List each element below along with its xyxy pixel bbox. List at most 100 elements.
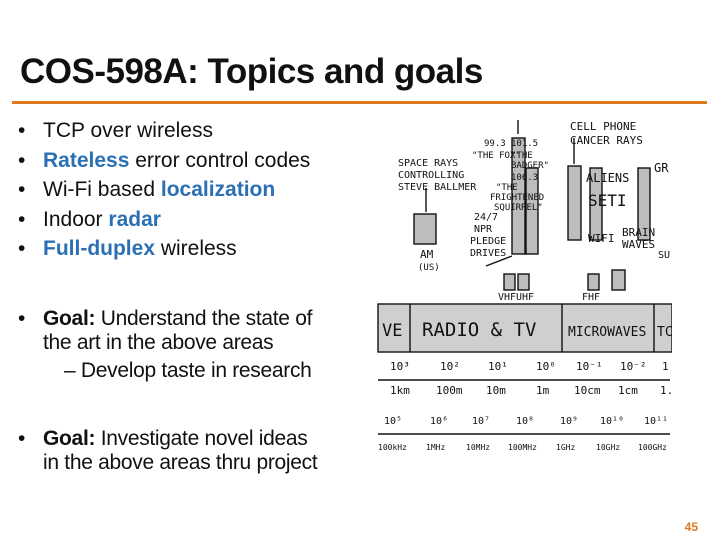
fr-exp: 10¹⁰: [600, 416, 624, 427]
label-am: AM: [420, 248, 434, 261]
topic-highlight: Full-duplex: [43, 237, 155, 260]
band-tc: TC: [657, 325, 672, 340]
goal-row: •Goal: Investigate novel ideas: [18, 427, 368, 451]
goal-text: in the above areas thru project: [43, 451, 318, 474]
tower-squirrel: [525, 167, 539, 255]
topic-item: • Full-duplex wireless: [18, 234, 378, 264]
goal-row: •Goal: Understand the state of: [18, 307, 368, 331]
wl-unit: 1km: [390, 384, 410, 397]
box-wifi: [611, 269, 626, 291]
fr-unit: 100MHz: [508, 443, 537, 452]
wl-exp: 10³: [390, 360, 410, 373]
topics-list: •TCP over wireless •Rateless error contr…: [18, 116, 378, 264]
label-space-3: STEVE BALLMER: [398, 182, 477, 193]
topic-item: •TCP over wireless: [18, 116, 378, 146]
topic-item: • Wi-Fi based localization: [18, 175, 378, 205]
goal-row: in the above areas thru project: [18, 451, 368, 475]
fr-exp: 10⁸: [516, 416, 534, 427]
slide-title: COS-598A: Topics and goals: [20, 52, 483, 91]
topic-text: Wi-Fi based: [43, 178, 161, 201]
title-divider: [12, 101, 707, 104]
label-uhf: UHF: [516, 292, 534, 303]
bullet-dot-icon: •: [18, 427, 26, 450]
topic-text: Indoor: [43, 207, 109, 231]
label-badger-freq: 101.5: [511, 139, 538, 149]
label-fhf: FHF: [582, 292, 600, 303]
topic-text: error control codes: [129, 148, 311, 172]
label-squirrel: SQUIRREL": [494, 203, 543, 213]
topic-highlight: Rateless: [43, 148, 130, 172]
goal-text: Understand the state of: [95, 307, 313, 330]
fr-unit: 10MHz: [466, 443, 490, 452]
label-space-1: SPACE RAYS: [398, 158, 458, 169]
label-su: SU: [658, 250, 670, 261]
label-squirrel-frightened: FRIGHTENED: [490, 193, 544, 203]
fr-exp: 10⁷: [472, 416, 490, 427]
wl-unit: 1cm: [618, 384, 638, 397]
wl-unit: 1m: [536, 384, 550, 397]
bullet-dot-icon: •: [18, 178, 26, 201]
label-fox: "THE FOX": [472, 151, 521, 161]
band-ve: VE: [382, 321, 402, 341]
label-npr-4: DRIVES: [470, 248, 506, 259]
wl-exp: 10⁻¹: [576, 360, 603, 373]
label-seti: SETI: [588, 191, 627, 210]
topic-highlight: localization: [160, 178, 276, 201]
frequency-scale: 10⁵ 10⁶ 10⁷ 10⁸ 10⁹ 10¹⁰ 10¹¹ 100kHz 1MH…: [378, 416, 670, 452]
label-squirrel-the: "THE: [496, 183, 518, 193]
bullet-dot-icon: •: [18, 148, 26, 172]
label-space-2: CONTROLLING: [398, 170, 464, 181]
topic-highlight: radar: [108, 207, 161, 231]
label-wifi: WIFI: [588, 232, 615, 245]
label-badger-the: "THE: [511, 151, 533, 161]
fr-unit: 1GHz: [556, 443, 575, 452]
tower-space: [413, 213, 437, 245]
wl-exp: 10⁰: [536, 360, 556, 373]
tower-fox: [511, 137, 526, 255]
wl-exp: 1: [662, 360, 669, 373]
label-fox-freq: 99.3: [484, 139, 506, 149]
fr-unit: 100GHz: [638, 443, 667, 452]
tower-cell: [567, 165, 582, 241]
fr-unit: 10GHz: [596, 443, 620, 452]
topic-text: wireless: [155, 237, 237, 260]
fr-exp: 10⁶: [430, 416, 448, 427]
bullet-dot-icon: •: [18, 237, 26, 260]
wl-unit: 10cm: [574, 384, 601, 397]
box-fhf: [587, 273, 600, 291]
wl-exp: 10¹: [488, 360, 508, 373]
band-bar: VE RADIO & TV MICROWAVES TC: [377, 303, 672, 353]
label-squirrel-freq: 106.3: [511, 173, 538, 183]
fr-exp: 10⁹: [560, 416, 578, 427]
label-cancer: CANCER RAYS: [570, 134, 643, 147]
label-gr: GR: [654, 161, 669, 175]
page-number: 45: [684, 520, 698, 534]
bullet-dot-icon: •: [18, 307, 26, 330]
label-aliens: ALIENS: [586, 171, 629, 185]
wl-exp: 10⁻²: [620, 360, 647, 373]
fr-exp: 10⁵: [384, 416, 402, 427]
leader-line: [485, 255, 513, 267]
topic-text: TCP over wireless: [43, 119, 213, 142]
topic-item: • Rateless error control codes: [18, 146, 378, 176]
wavelength-scale: 10³ 10² 10¹ 10⁰ 10⁻¹ 10⁻² 1 1km 100m 10m…: [378, 360, 672, 397]
goal-text: Investigate novel ideas: [95, 427, 308, 450]
wl-unit: 10m: [486, 384, 506, 397]
goal-row: the art in the above areas: [18, 331, 368, 355]
band-microwaves: MICROWAVES: [568, 325, 646, 340]
label-vhf: VHF: [498, 292, 516, 303]
wl-exp: 10²: [440, 360, 460, 373]
label-npr-2: NPR: [474, 224, 493, 235]
label-npr-1: 24/7: [474, 212, 498, 223]
label-brain-1: BRAIN: [622, 226, 655, 239]
band-bar-body: [377, 303, 672, 353]
label-am-us: (US): [418, 263, 440, 273]
fr-exp: 10¹¹: [644, 416, 668, 427]
wl-unit: 100m: [436, 384, 463, 397]
goal-1: •Goal: Understand the state of the art i…: [18, 307, 368, 383]
box-uhf: [517, 273, 530, 291]
goal-text: the art in the above areas: [43, 331, 274, 354]
tower-gr: [637, 167, 651, 241]
fr-unit: 1MHz: [426, 443, 445, 452]
